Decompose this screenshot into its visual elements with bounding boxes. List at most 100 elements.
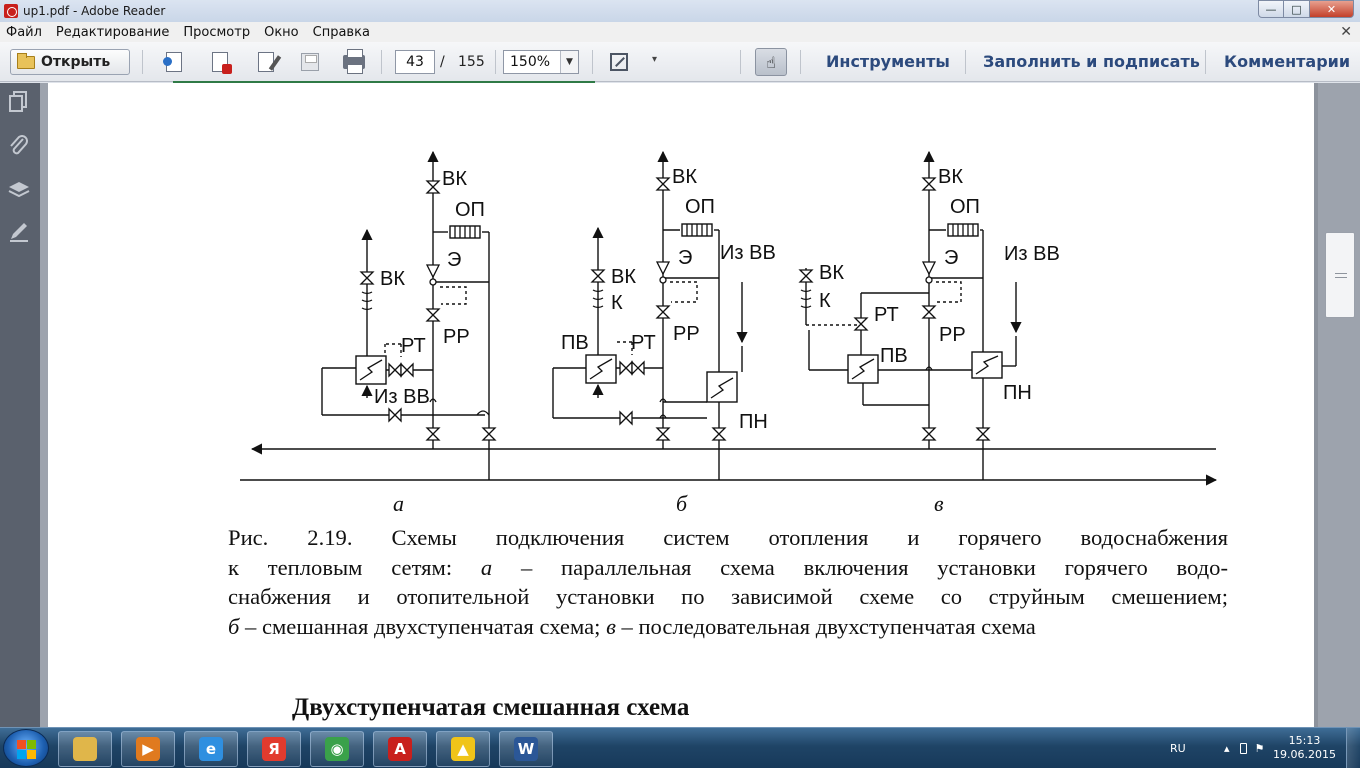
toolbar-separator bbox=[592, 50, 593, 74]
edit-pdf-icon bbox=[258, 52, 274, 72]
toolbar-accent-bar bbox=[173, 81, 595, 84]
pdf-page bbox=[48, 83, 1314, 727]
label-from-vv-c: Из ВВ bbox=[1004, 243, 1060, 265]
caption-line-1: Рис. 2.19. Схемы подключения систем отоп… bbox=[228, 525, 1228, 550]
section-heading: Двухступенчатая смешанная схема bbox=[292, 694, 690, 721]
folder-icon bbox=[17, 52, 35, 69]
fill-sign-pane-button[interactable]: Заполнить и подписать bbox=[983, 52, 1200, 71]
minimize-button[interactable]: — bbox=[1258, 0, 1284, 18]
navigation-pane bbox=[0, 83, 40, 727]
label-op-b: ОП bbox=[685, 196, 715, 218]
comments-pane-button[interactable]: Комментарии bbox=[1224, 52, 1351, 71]
zoom-select[interactable]: 150% ▼ bbox=[503, 50, 579, 74]
label-vk-a: ВК bbox=[380, 268, 405, 290]
page-thumbnails-button[interactable] bbox=[8, 91, 30, 113]
zoom-value: 150% bbox=[510, 54, 551, 70]
windows-logo-icon bbox=[17, 740, 26, 749]
label-pv-c: ПВ bbox=[880, 345, 908, 367]
menu-help[interactable]: Справка bbox=[312, 24, 370, 40]
toolbar-separator bbox=[142, 50, 143, 74]
tools-pane-button[interactable]: Инструменты bbox=[826, 52, 950, 71]
taskbar-app-yandex[interactable]: Я bbox=[247, 731, 301, 767]
taskbar-app-explorer[interactable] bbox=[58, 731, 112, 767]
layers-button[interactable] bbox=[8, 179, 30, 201]
print-button[interactable] bbox=[342, 49, 366, 74]
menu-window[interactable]: Окно bbox=[264, 24, 299, 40]
label-vk-a-top: ВК bbox=[442, 168, 467, 190]
label-vk-c: ВК bbox=[819, 262, 844, 284]
signatures-button[interactable] bbox=[8, 221, 30, 243]
taskbar-app-chrome[interactable]: ◉ bbox=[310, 731, 364, 767]
expand-tray-icon: ▴ bbox=[1224, 741, 1230, 755]
window-title: up1.pdf - Adobe Reader bbox=[23, 4, 166, 18]
language-indicator[interactable]: RU bbox=[1170, 741, 1186, 755]
export-pdf-button[interactable] bbox=[208, 50, 232, 74]
paperclip-icon bbox=[10, 135, 28, 155]
label-pv-b: ПВ bbox=[561, 332, 589, 354]
taskbar-app-acrobat[interactable]: A bbox=[373, 731, 427, 767]
caption-line-2: к тепловым сетям: а – параллельная схема… bbox=[228, 554, 1229, 580]
maximize-button[interactable]: □ bbox=[1284, 0, 1310, 18]
open-button[interactable]: Открыть bbox=[10, 49, 130, 75]
close-button[interactable]: ✕ bbox=[1310, 0, 1354, 18]
toolbar-separator bbox=[1205, 50, 1206, 74]
taskbar-app-ie[interactable]: e bbox=[184, 731, 238, 767]
label-rr-c: РР bbox=[939, 324, 966, 346]
menu-view[interactable]: Просмотр bbox=[183, 24, 251, 40]
show-desktop-button[interactable] bbox=[1346, 728, 1360, 768]
taskbar-app-media[interactable]: ▶ bbox=[121, 731, 175, 767]
label-vk-b-top: ВК bbox=[672, 166, 697, 188]
title-bar: up1.pdf - Adobe Reader — □ ✕ bbox=[0, 0, 1360, 22]
toolbar-separator bbox=[965, 50, 966, 74]
scheme-letter-v: в bbox=[934, 491, 944, 516]
taskbar-app-word[interactable]: W bbox=[499, 731, 553, 767]
tray-icons[interactable]: ▴ ⚑ bbox=[1224, 728, 1270, 768]
page-total: 155 bbox=[458, 54, 485, 70]
windows-logo-part bbox=[17, 750, 26, 759]
label-from-vv-b: Из ВВ bbox=[720, 242, 776, 264]
label-k-b: К bbox=[611, 292, 623, 314]
clock-time: 15:13 bbox=[1288, 734, 1321, 747]
media-icon: ▶ bbox=[136, 737, 160, 761]
menu-edit[interactable]: Редактирование bbox=[55, 24, 170, 40]
chrome-icon: ◉ bbox=[325, 737, 349, 761]
label-op-c: ОП bbox=[950, 196, 980, 218]
caption-line-4: б – смешанная двухступенчатая схема; в –… bbox=[228, 613, 1036, 639]
label-vk-c-top: ВК bbox=[938, 166, 963, 188]
start-button[interactable] bbox=[3, 729, 49, 767]
chevron-down-icon[interactable]: ▼ bbox=[560, 51, 578, 73]
hand-tool-button[interactable]: ☝ bbox=[755, 48, 787, 76]
label-pn-b: ПН bbox=[739, 411, 768, 433]
label-rt-c: РТ bbox=[874, 304, 899, 326]
vertical-scrollbar-thumb[interactable] bbox=[1325, 232, 1355, 318]
menu-bar: Файл Редактирование Просмотр Окно Справк… bbox=[0, 22, 1360, 42]
edit-pdf-button[interactable] bbox=[254, 50, 278, 74]
word-icon: W bbox=[514, 737, 538, 761]
page-edge bbox=[1314, 83, 1318, 727]
more-tools-arrow-icon[interactable]: ▾ bbox=[652, 54, 658, 65]
save-button[interactable] bbox=[298, 50, 322, 74]
label-rr-b: РР bbox=[673, 323, 700, 345]
document-viewer[interactable] bbox=[40, 83, 1360, 727]
windows-logo-part bbox=[27, 740, 36, 749]
hand-icon: ☝ bbox=[766, 52, 776, 72]
toolbar-separator bbox=[740, 50, 741, 74]
label-rt-b: РТ bbox=[631, 332, 656, 354]
page-number-input[interactable]: 43 bbox=[395, 50, 435, 74]
drive-icon: ▲ bbox=[451, 737, 475, 761]
page-separator: / bbox=[440, 54, 445, 70]
fit-page-button[interactable] bbox=[607, 50, 631, 74]
clock-date: 19.06.2015 bbox=[1273, 748, 1336, 761]
caption-line-3: снабжения и отопительной установки по за… bbox=[228, 584, 1228, 610]
explorer-icon bbox=[73, 737, 97, 761]
label-e-c: Э bbox=[944, 247, 958, 269]
menu-file[interactable]: Файл bbox=[6, 24, 42, 40]
label-from-vv-a: Из ВВ bbox=[374, 386, 430, 408]
system-clock[interactable]: 15:13 19.06.2015 bbox=[1273, 734, 1336, 762]
document-close-icon[interactable]: ✕ bbox=[1340, 24, 1352, 40]
ie-icon: e bbox=[199, 737, 223, 761]
taskbar-app-drive[interactable]: ▲ bbox=[436, 731, 490, 767]
create-pdf-button[interactable] bbox=[162, 50, 186, 74]
attachments-button[interactable] bbox=[8, 135, 30, 157]
